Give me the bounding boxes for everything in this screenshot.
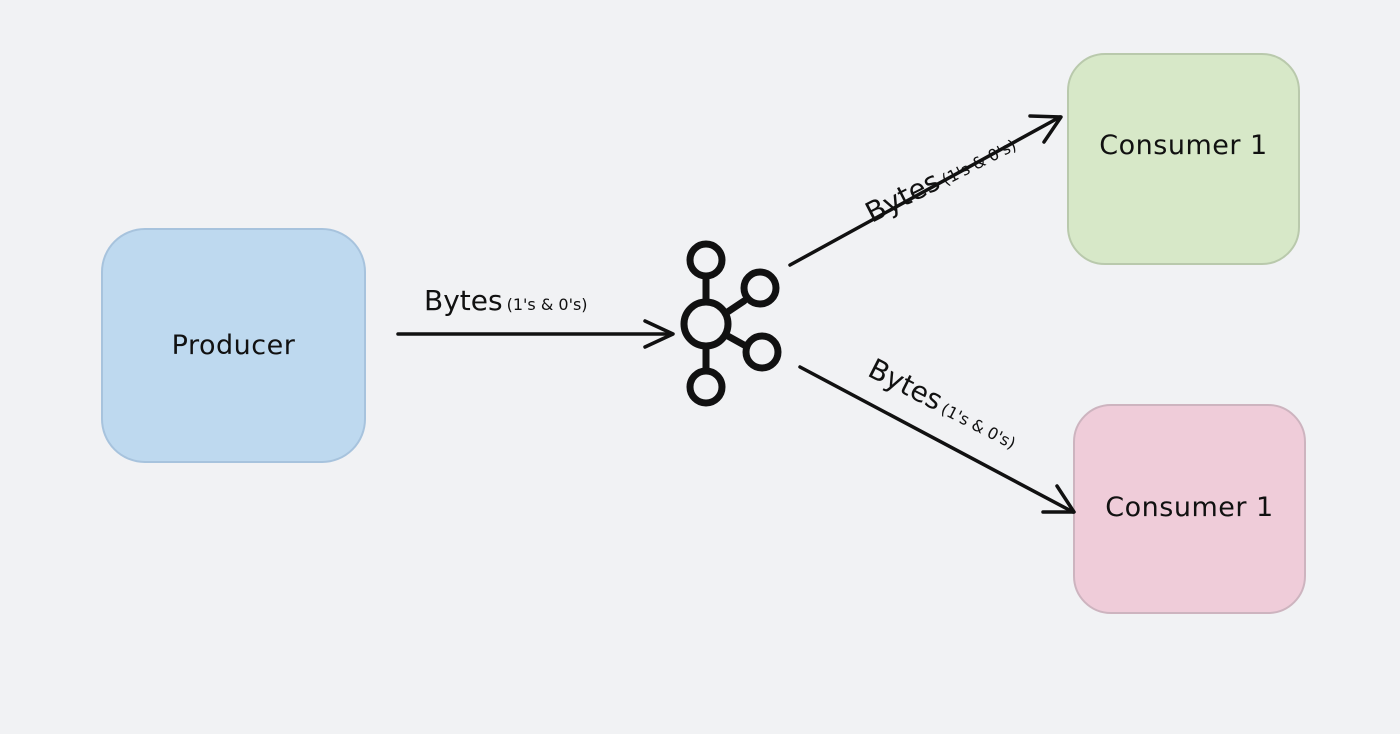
consumer-top-node: Consumer 1 [1067,53,1300,265]
consumer-bottom-label: Consumer 1 [1105,491,1274,523]
kafka-broker-icon [680,240,782,407]
consumer-top-label: Consumer 1 [1099,129,1268,161]
arrow-hub-to-consumer-bottom [798,365,1076,514]
edge-label-producer-hub: Bytes(1's & 0's) [424,284,588,317]
edge-label-sub: (1's & 0's) [506,295,588,314]
arrow-producer-to-hub [396,319,675,349]
consumer-bottom-node: Consumer 1 [1073,404,1306,614]
producer-label: Producer [171,330,296,361]
arrow-hub-to-consumer-top [788,114,1063,267]
edge-label-main: Bytes [424,284,503,317]
producer-node: Producer [101,228,366,463]
